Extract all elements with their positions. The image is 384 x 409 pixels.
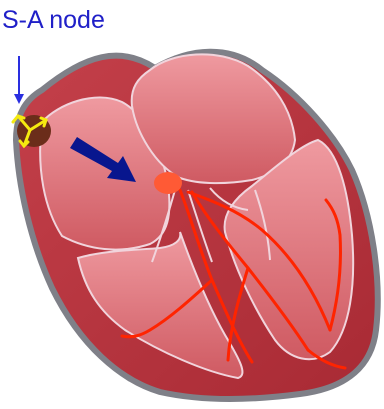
down-arrow-icon	[14, 56, 24, 104]
av-node	[154, 172, 182, 194]
